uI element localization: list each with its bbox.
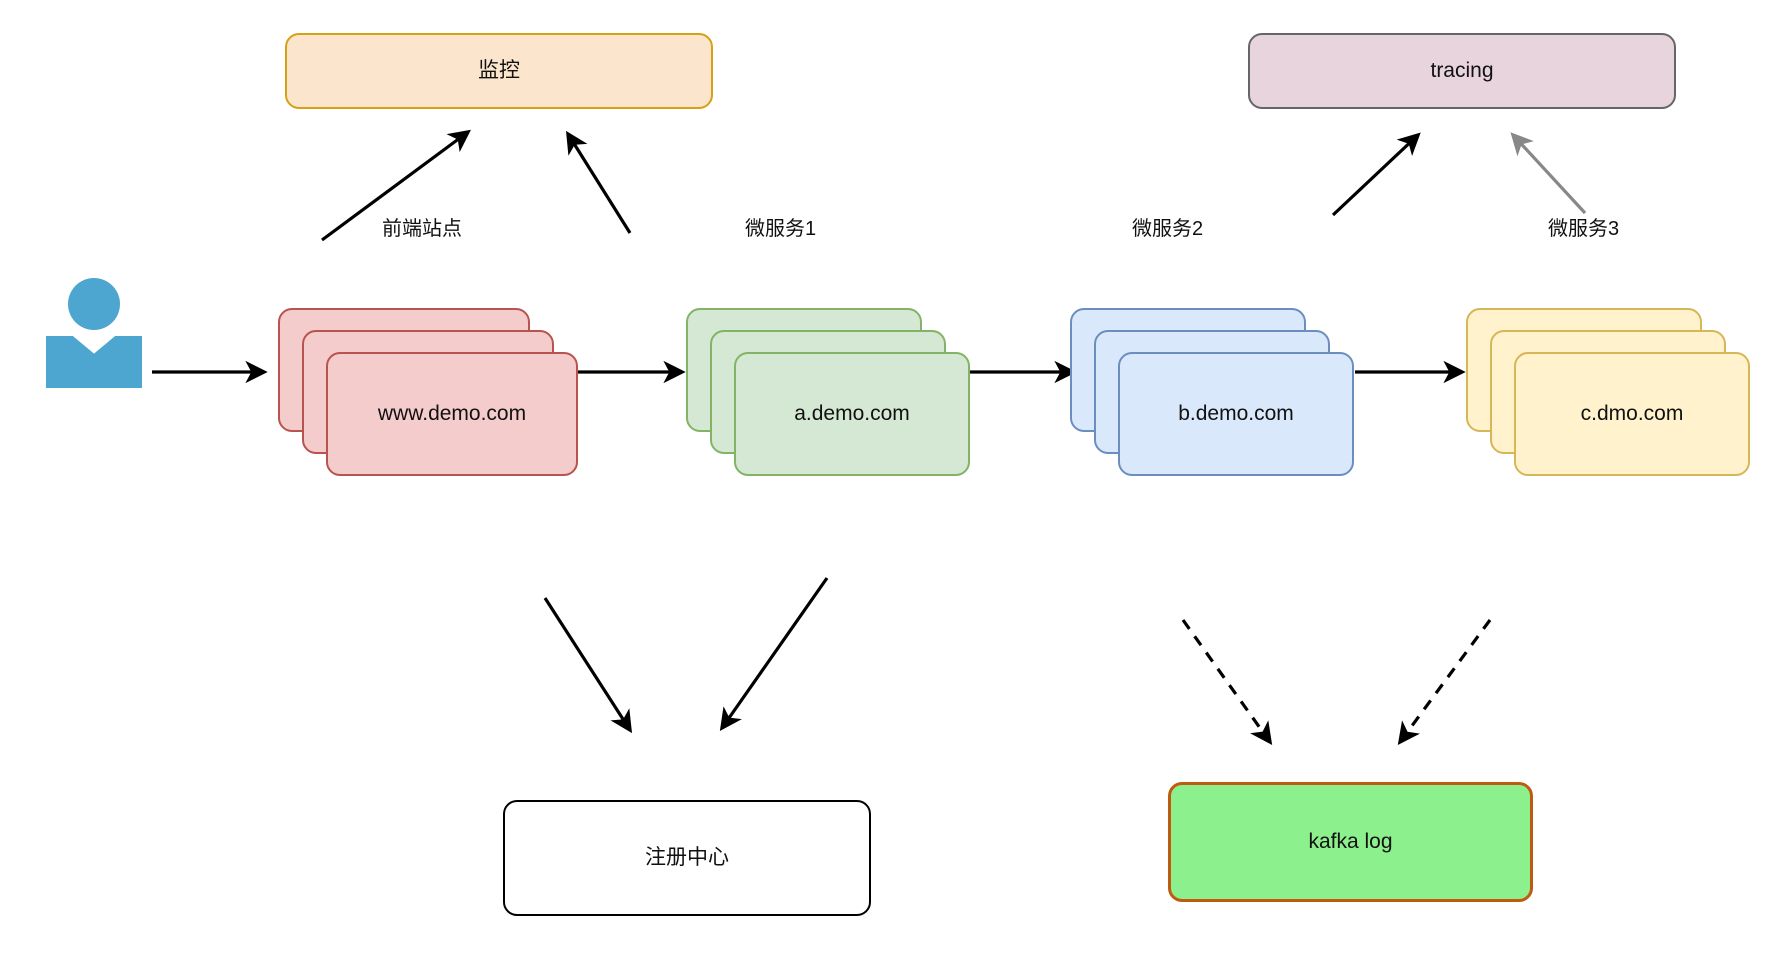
node-frontend-label: www.demo.com (377, 402, 527, 425)
node-service-b-label: b.demo.com (1178, 402, 1294, 425)
actor-head-icon (68, 278, 120, 330)
service-b-stack-layer-front[interactable]: b.demo.com (1118, 352, 1354, 476)
node-registry[interactable]: 注册中心 (503, 800, 871, 916)
node-monitor[interactable]: 监控 (285, 33, 713, 109)
caption-microservice-2: 微服务2 (1132, 218, 1204, 240)
edge-service-a-to-monitor (566, 130, 632, 234)
node-frontend-stack[interactable]: www.demo.com (278, 308, 578, 478)
node-kafka-label: kafka log (1308, 830, 1393, 854)
node-service-c-label: c.dmo.com (1580, 402, 1684, 425)
caption-microservice-3: 微服务3 (1548, 218, 1620, 240)
node-kafka[interactable]: kafka log (1168, 782, 1533, 902)
node-registry-label: 注册中心 (645, 846, 729, 870)
caption-frontend-site: 前端站点 (382, 218, 462, 240)
node-service-c-stack[interactable]: c.dmo.com (1466, 308, 1750, 478)
service-c-stack-layer-front[interactable]: c.dmo.com (1514, 352, 1750, 476)
node-service-a-stack[interactable]: a.demo.com (686, 308, 970, 478)
node-service-a-label: a.demo.com (794, 402, 910, 425)
node-tracing[interactable]: tracing (1248, 33, 1676, 109)
service-a-stack-layer-front[interactable]: a.demo.com (734, 352, 970, 476)
edge-service-b-to-kafka (1181, 619, 1273, 746)
edge-service-b-to-tracing (1331, 132, 1421, 217)
caption-microservice-1: 微服务1 (745, 218, 817, 240)
edge-service-c-to-kafka (1397, 619, 1492, 746)
edge-service-c-to-tracing (1510, 132, 1587, 215)
frontend-stack-layer-front[interactable]: www.demo.com (326, 352, 578, 476)
node-service-b-stack[interactable]: b.demo.com (1070, 308, 1354, 478)
edge-frontend-to-registry (543, 597, 633, 734)
node-monitor-label: 监控 (478, 59, 520, 83)
user-actor-icon (46, 278, 142, 388)
node-tracing-label: tracing (1430, 59, 1494, 83)
actor-body-icon (46, 336, 142, 388)
edge-service-a-to-registry (719, 577, 829, 732)
